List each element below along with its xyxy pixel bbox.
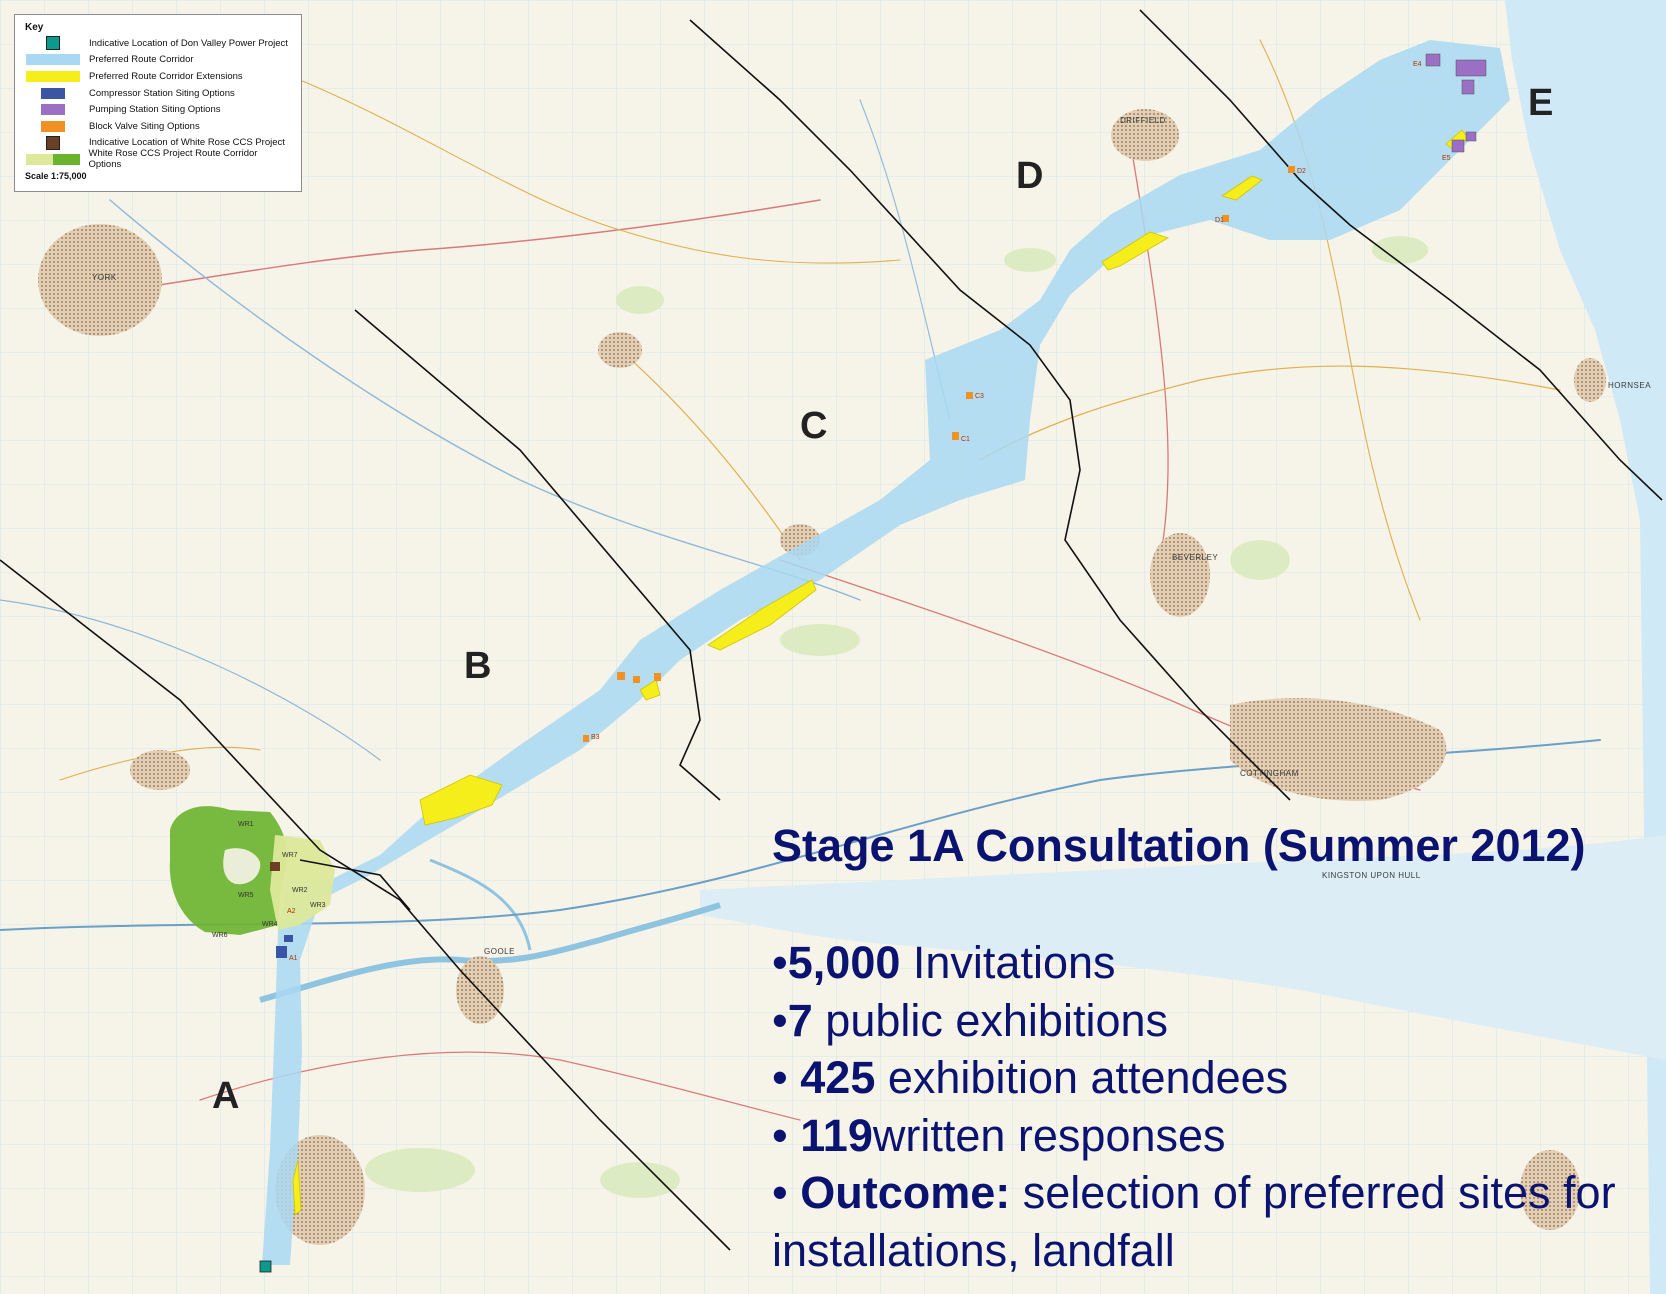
site-label: D2 [1297, 168, 1306, 175]
consultation-heading: Stage 1A Consultation (Summer 2012) [772, 820, 1586, 871]
key-label: Indicative Location of White Rose CCS Pr… [89, 137, 285, 149]
key-row-white-rose-location: Indicative Location of White Rose CCS Pr… [25, 135, 291, 152]
light-blue-band-icon [26, 54, 80, 66]
site-label: E5 [1442, 155, 1451, 162]
key-row-preferred-corridor: Preferred Route Corridor [25, 52, 291, 69]
site-label: WR3 [310, 902, 326, 909]
river-aire [429, 858, 532, 951]
route-corridor-extensions [292, 129, 1469, 1216]
preferred-route-corridor [262, 40, 1510, 1265]
place-label: HORNSEA [1608, 381, 1651, 390]
bullet-attendees: • 425 exhibition attendees [772, 1052, 1289, 1104]
key-label: Preferred Route Corridor Extensions [89, 70, 243, 82]
key-label: Pumping Station Siting Options [89, 104, 221, 116]
bullet-written-responses: • 119written responses [772, 1109, 1226, 1161]
zone-label-a: A [212, 1075, 240, 1117]
site-label: C3 [975, 393, 984, 400]
pale-green-green-band-icon [25, 153, 80, 165]
place-label: GOOLE [484, 947, 515, 956]
river-ouse [259, 902, 721, 1003]
zone-label-b: B [464, 645, 492, 687]
key-row-block-valve: Block Valve Siting Options [25, 118, 291, 135]
bullet-exhibitions: •7 public exhibitions [772, 994, 1169, 1046]
dark-blue-rect-icon [41, 87, 65, 99]
key-label: Indicative Location of Don Valley Power … [89, 37, 288, 49]
map-key: Key Indicative Location of Don Valley Po… [14, 14, 302, 192]
key-row-don-valley: Indicative Location of Don Valley Power … [25, 35, 291, 52]
woodland-patches [365, 236, 1428, 1198]
bullet-invitations: •5,000 Invitations [772, 937, 1116, 988]
site-label: A1 [289, 955, 298, 962]
site-label: WR7 [282, 852, 298, 859]
bullet-outcome: • Outcome: selection of preferred sites … [772, 1167, 1616, 1276]
place-labels: YORK GOOLE DRIFFIELD BEVERLEY COTTINGHAM… [92, 116, 1651, 956]
urban-areas [38, 109, 1606, 1245]
map-scale: Scale 1:75,000 [25, 170, 87, 181]
zone-label-c: C [800, 405, 828, 447]
zone-label-d: D [1016, 155, 1044, 197]
site-label: WR4 [262, 921, 278, 928]
place-label: BEVERLEY [1172, 553, 1218, 562]
place-label: DRIFFIELD [1120, 116, 1166, 125]
place-label: KINGSTON UPON HULL [1322, 871, 1421, 880]
place-label: YORK [92, 273, 117, 282]
site-label: WR6 [212, 932, 228, 939]
key-row-white-rose-corridor: White Rose CCS Project Route Corridor Op… [25, 148, 291, 171]
site-label: B3 [591, 734, 600, 741]
site-label: WR2 [292, 887, 308, 894]
brown-square-icon [46, 135, 60, 150]
zone-label-e: E [1528, 82, 1554, 124]
key-row-compressor-station: Compressor Station Siting Options [25, 85, 291, 102]
key-label: White Rose CCS Project Route Corridor Op… [88, 148, 258, 171]
yellow-band-icon [26, 70, 80, 82]
site-label: WR1 [238, 821, 254, 828]
key-row-corridor-extensions: Preferred Route Corridor Extensions [25, 68, 291, 85]
consultation-bullets: •5,000 Invitations •7 public exhibitions… [772, 934, 1652, 1280]
region-boundaries [0, 9, 1663, 1251]
key-row-pumping-station: Pumping Station Siting Options [25, 101, 291, 118]
place-label: COTTINGHAM [1240, 769, 1299, 778]
site-label: D1 [1215, 217, 1224, 224]
white-rose-route-corridor-options [169, 806, 335, 935]
site-label: WR5 [238, 892, 254, 899]
key-label: Block Valve Siting Options [89, 120, 200, 132]
site-label: A2 [287, 908, 296, 915]
key-label: Compressor Station Siting Options [89, 87, 235, 99]
siting-option-markers [259, 53, 1487, 1273]
site-labels: A1 A2 B3 C1 C3 D1 D2 E4 E5 WR1 WR2 WR3 W… [212, 61, 1451, 962]
site-label: C1 [961, 436, 970, 443]
north-sea [1505, 0, 1666, 1294]
orange-rect-icon [41, 120, 65, 132]
purple-rect-icon [41, 104, 65, 116]
humber-estuary [700, 835, 1666, 1060]
site-label: E4 [1413, 61, 1422, 68]
key-title: Key [25, 22, 44, 33]
teal-square-icon [46, 36, 60, 51]
key-label: Preferred Route Corridor [89, 54, 194, 66]
